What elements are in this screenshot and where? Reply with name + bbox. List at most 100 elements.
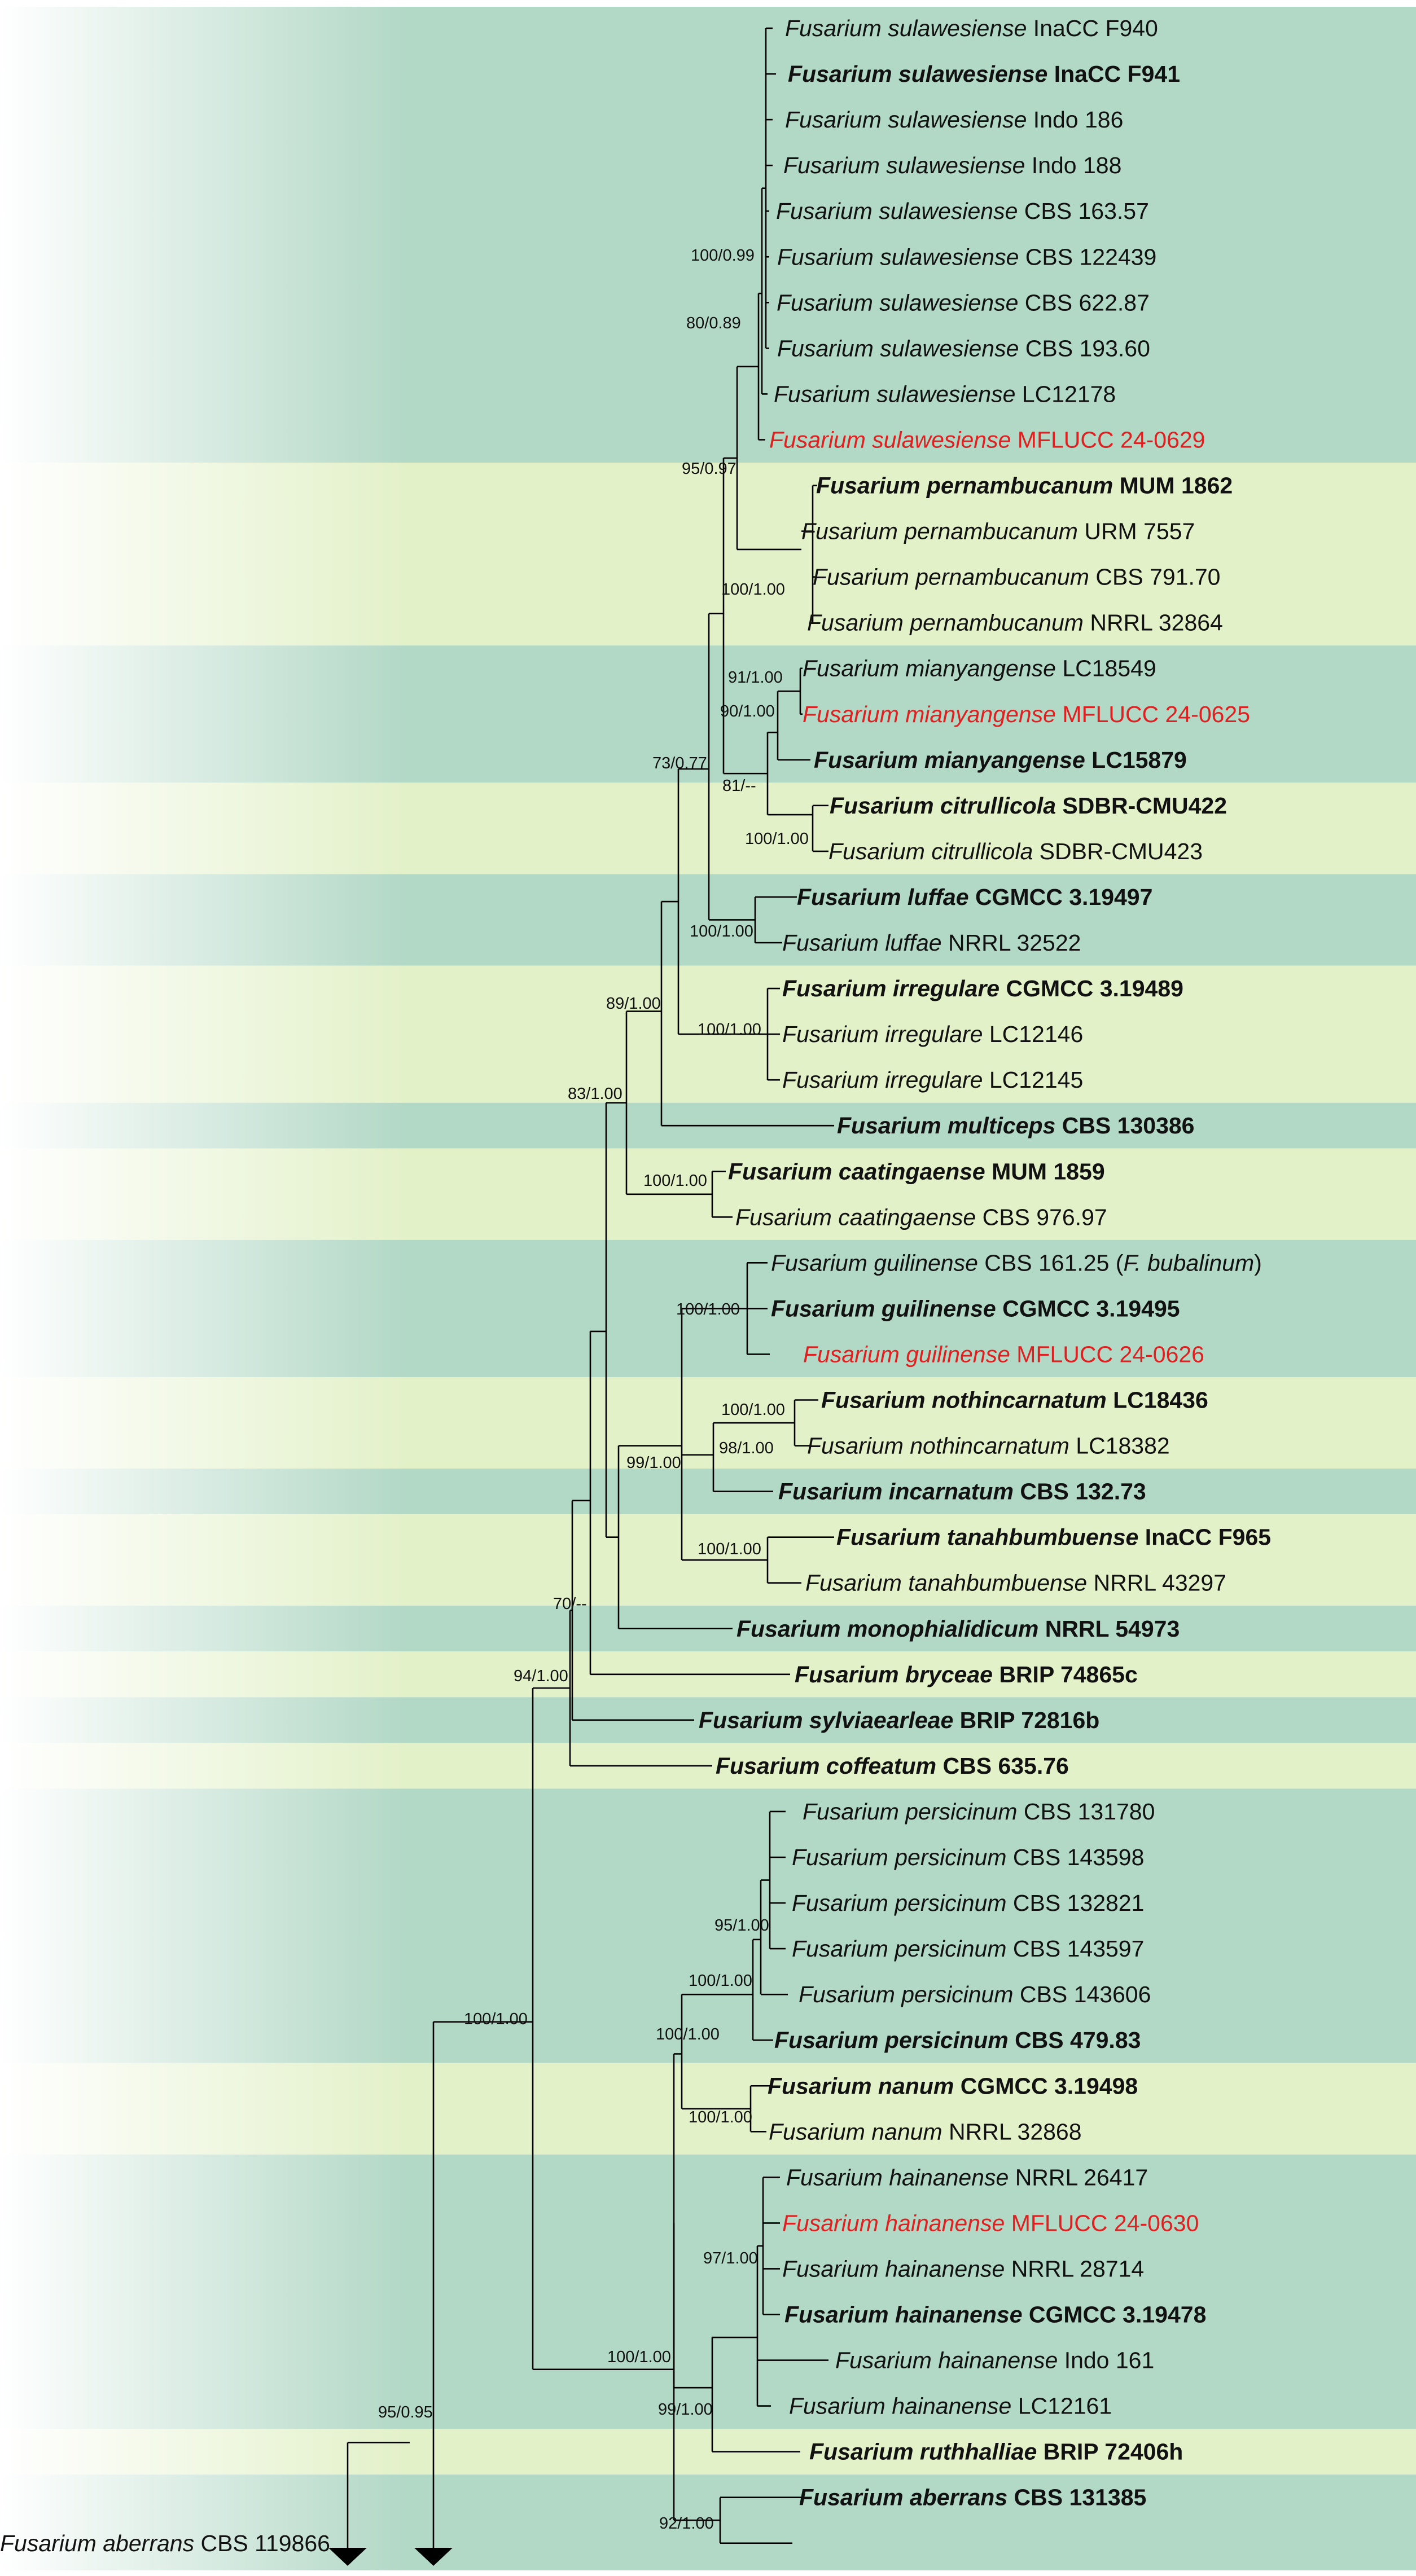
strain-id: Indo 188 — [1025, 152, 1121, 178]
taxon-label: Fusarium nanum CGMCC 3.19498 — [768, 2073, 1138, 2099]
strain-id: InaCC F941 — [1047, 61, 1180, 87]
strain-id: NRRL 28714 — [1005, 2256, 1144, 2282]
species-name: Fusarium guilinense — [771, 1295, 996, 1321]
taxon-label: Fusarium nothincarnatum LC18436 — [821, 1387, 1208, 1413]
strain-id: LC12145 — [983, 1067, 1083, 1093]
species-name: Fusarium pernambucanum — [816, 473, 1113, 499]
support-value: 100/1.00 — [698, 1540, 761, 1558]
strain-id: CBS 622.87 — [1018, 289, 1150, 315]
taxon-label: Fusarium aberrans CBS 131385 — [799, 2485, 1146, 2511]
species-name: Fusarium persicinum — [792, 1844, 1007, 1870]
species-name: Fusarium citrullicola — [828, 838, 1033, 864]
support-value: 97/1.00 — [703, 2249, 758, 2267]
strain-id: CBS 132821 — [1007, 1890, 1145, 1916]
support-value: 100/1.00 — [656, 2025, 720, 2043]
taxon-label: Fusarium luffae CGMCC 3.19497 — [797, 884, 1152, 910]
support-value: 100/1.00 — [721, 1401, 785, 1419]
taxon-label: Fusarium sulawesiense Indo 188 — [783, 152, 1121, 178]
species-name: Fusarium hainanense — [782, 2210, 1005, 2236]
strain-id: CBS 163.57 — [1018, 198, 1149, 224]
species-name: Fusarium sulawesiense — [776, 198, 1018, 224]
taxon-label: Fusarium coffeatum CBS 635.76 — [716, 1753, 1069, 1779]
taxon-label: Fusarium mianyangense LC15879 — [814, 747, 1187, 773]
species-name: Fusarium sulawesiense — [777, 335, 1019, 361]
support-value: 100/1.00 — [643, 1172, 707, 1190]
species-name: Fusarium hainanense — [835, 2348, 1058, 2373]
species-name: Fusarium persicinum — [774, 2027, 1009, 2053]
species-name: Fusarium nothincarnatum — [807, 1433, 1069, 1459]
species-name: Fusarium persicinum — [799, 1981, 1014, 2007]
taxon-label: Fusarium persicinum CBS 143597 — [792, 1936, 1144, 1962]
taxon-label: Fusarium guilinense MFLUCC 24-0626 — [803, 1341, 1204, 1367]
species-name: Fusarium multiceps — [837, 1113, 1055, 1138]
strain-id: CBS 131385 — [1007, 2485, 1146, 2511]
taxon-label: Fusarium nothincarnatum LC18382 — [807, 1433, 1170, 1459]
taxon-label: Fusarium hainanense CGMCC 3.19478 — [784, 2302, 1206, 2328]
strain-id: LC18549 — [1056, 656, 1156, 682]
strain-id: MFLUCC 24-0630 — [1005, 2210, 1199, 2236]
support-value: 95/0.97 — [682, 460, 737, 478]
species-name: Fusarium monophialidicum — [737, 1616, 1038, 1642]
taxon-label: Fusarium mianyangense MFLUCC 24-0625 — [803, 701, 1250, 727]
support-value: 100/0.99 — [691, 247, 755, 265]
support-value: 100/1.00 — [721, 581, 785, 599]
strain-id: MUM 1862 — [1113, 473, 1233, 499]
species-name: Fusarium bryceae — [795, 1661, 993, 1687]
support-value: 73/0.77 — [652, 754, 707, 772]
support-value: 100/1.00 — [698, 1021, 761, 1039]
species-name: Fusarium guilinense — [803, 1341, 1010, 1367]
species-name: Fusarium mianyangense — [814, 747, 1085, 773]
support-value: 100/1.00 — [690, 922, 753, 940]
synonym-close: ) — [1254, 1250, 1262, 1276]
strain-id: Indo 186 — [1027, 107, 1123, 133]
strain-id: NRRL 32522 — [942, 930, 1081, 956]
taxon-label: Fusarium sulawesiense MFLUCC 24-0629 — [769, 427, 1205, 452]
species-name: Fusarium mianyangense — [803, 701, 1056, 727]
strain-id: LC18436 — [1107, 1387, 1208, 1413]
strain-id: CBS 130386 — [1055, 1113, 1194, 1138]
species-name: Fusarium sulawesiense — [777, 289, 1018, 315]
truncated-branch-arrows — [328, 2548, 453, 2566]
strain-id: CBS 976.97 — [976, 1204, 1107, 1230]
strain-id: CBS 143606 — [1014, 1981, 1151, 2007]
species-name: Fusarium hainanense — [782, 2256, 1005, 2282]
strain-id: CBS 143598 — [1007, 1844, 1145, 1870]
synonym-name: F. bubalinum — [1123, 1250, 1254, 1276]
taxon-label: Fusarium hainanense MFLUCC 24-0630 — [782, 2210, 1199, 2236]
species-name: Fusarium pernambucanum — [807, 610, 1084, 636]
species-name: Fusarium pernambucanum — [801, 518, 1078, 544]
taxon-label: Fusarium sulawesiense LC12178 — [774, 381, 1116, 407]
species-name: Fusarium luffae — [797, 884, 969, 910]
taxon-label: Fusarium sulawesiense CBS 193.60 — [777, 335, 1150, 361]
taxon-label: Fusarium sulawesiense CBS 622.87 — [777, 289, 1150, 315]
species-name: Fusarium sulawesiense — [774, 381, 1015, 407]
strain-id: CBS 122439 — [1019, 244, 1156, 270]
band-fade-overlay — [0, 0, 406, 2576]
support-value: 70/-- — [553, 1595, 587, 1613]
strain-id: Indo 161 — [1058, 2348, 1154, 2373]
strain-id: CBS 143597 — [1007, 1936, 1145, 1962]
strain-id: MFLUCC 24-0626 — [1010, 1341, 1204, 1367]
taxon-label: Fusarium aberrans CBS 119866 — [0, 2530, 330, 2556]
support-value: 100/1.00 — [689, 1972, 752, 1990]
species-name: Fusarium nothincarnatum — [821, 1387, 1107, 1413]
species-name: Fusarium incarnatum — [778, 1479, 1014, 1505]
support-value: 99/1.00 — [626, 1454, 681, 1472]
taxon-label: Fusarium hainanense NRRL 26417 — [786, 2164, 1148, 2190]
strain-id: CGMCC 3.19495 — [996, 1295, 1180, 1321]
taxon-label: Fusarium pernambucanum NRRL 32864 — [807, 610, 1223, 636]
species-name: Fusarium tanahbumbuense — [805, 1570, 1087, 1596]
strain-id: NRRL 26417 — [1009, 2164, 1148, 2190]
taxon-label: Fusarium sulawesiense CBS 122439 — [777, 244, 1156, 270]
species-name: Fusarium caatingaense — [728, 1158, 985, 1184]
taxon-label: Fusarium incarnatum CBS 132.73 — [778, 1479, 1146, 1505]
taxon-label: Fusarium hainanense NRRL 28714 — [782, 2256, 1144, 2282]
strain-id: NRRL 43297 — [1087, 1570, 1226, 1596]
strain-id: CBS 635.76 — [936, 1753, 1069, 1779]
species-name: Fusarium irregulare — [782, 1067, 983, 1093]
support-value: 83/1.00 — [568, 1085, 622, 1103]
taxon-label: Fusarium mianyangense LC18549 — [803, 656, 1156, 682]
strain-id: CBS 132.73 — [1014, 1479, 1146, 1505]
support-value: 90/1.00 — [720, 702, 775, 720]
strain-id: BRIP 72406h — [1037, 2439, 1183, 2465]
